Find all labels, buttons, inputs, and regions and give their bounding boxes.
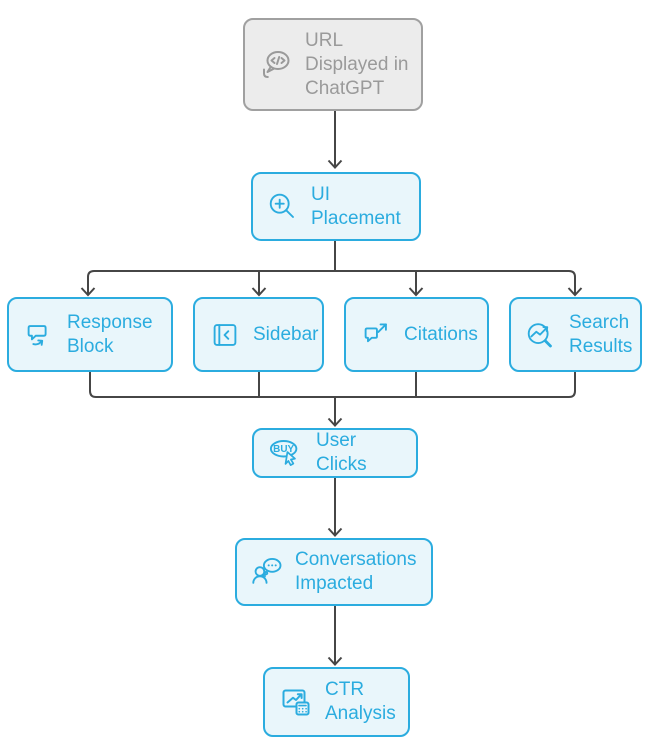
node-label: Search Results [569,311,633,357]
node-label: Citations [404,323,478,345]
chart-calculator-icon [278,684,314,720]
node-ui-placement: UI Placement [251,172,421,241]
node-label: URL Displayed in ChatGPT [305,29,409,99]
node-label: CTR Analysis [325,679,396,724]
node-search-results: Search Results [509,297,642,372]
node-url-displayed: URL Displayed in ChatGPT [243,18,423,111]
node-label: User Clicks [316,430,367,475]
node-label: UI Placement [311,183,401,229]
chat-reply-icon [22,318,56,352]
node-sidebar: Sidebar [193,297,324,372]
svg-text:BUY: BUY [273,444,294,455]
buy-cursor-icon: BUY [267,436,305,470]
node-label: Response Block [67,311,153,357]
chat-code-icon [258,47,294,83]
node-user-clicks: BUY User Clicks [252,428,418,478]
person-thought-icon [250,555,284,589]
node-response-block: Response Block [7,297,173,372]
chat-share-icon [359,318,393,352]
node-ctr-analysis: CTR Analysis [263,667,410,737]
search-trend-icon [524,318,558,352]
node-label: Sidebar [253,323,319,345]
sidebar-collapse-icon [208,318,242,352]
zoom-in-icon [266,190,300,224]
node-label: Conversations Impacted [295,549,417,594]
node-citations: Citations [344,297,489,372]
node-conversations-impacted: Conversations Impacted [235,538,433,606]
